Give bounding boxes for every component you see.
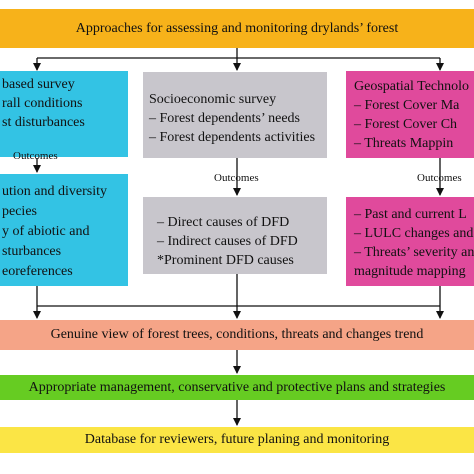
database-text: Database for reviewers, future planing a… — [84, 432, 390, 447]
field-survey-box: based survey rall conditions st disturba… — [0, 71, 128, 157]
socioeconomic-line: Socioeconomic survey — [149, 92, 277, 107]
field-outcome-line: y of abiotic and — [2, 224, 90, 239]
genuine-view-text: Genuine view of forest trees, conditions… — [50, 327, 424, 342]
geospatial-line: – Threats Mappin — [354, 136, 454, 151]
socioeconomic-line: – Forest dependents activities — [149, 130, 316, 145]
field-outcomes-box: ution and diversity pecies y of abiotic … — [0, 174, 128, 286]
geospatial-box: Geospatial Technolo – Forest Cover Ma – … — [346, 71, 474, 158]
field-survey-line: based survey — [2, 77, 75, 92]
socioeconomic-outcome-line: – Indirect causes of DFD — [157, 234, 298, 249]
field-outcome-line: eoreferences — [2, 264, 73, 279]
outcomes-label-right: Outcomes — [417, 172, 462, 184]
field-outcome-line: pecies — [2, 204, 37, 219]
field-outcome-line: sturbances — [2, 244, 62, 259]
outcomes-label-left: Outcomes — [13, 150, 58, 162]
field-survey-line: rall conditions — [2, 96, 83, 111]
field-survey-line: st disturbances — [2, 115, 85, 130]
genuine-view-band: Genuine view of forest trees, conditions… — [0, 320, 474, 350]
management-plans-text: Appropriate management, conservative and… — [28, 379, 446, 395]
geospatial-outcome-line: – Threats’ severity an — [354, 245, 474, 260]
title-box: Approaches for assessing and monitoring … — [0, 9, 474, 48]
geospatial-outcome-line: – Past and current L — [354, 207, 467, 222]
geospatial-outcome-line: magnitude mapping — [354, 264, 466, 279]
database-band: Database for reviewers, future planing a… — [0, 427, 474, 453]
geospatial-outcome-line: – LULC changes and — [354, 226, 474, 241]
socioeconomic-survey-box: Socioeconomic survey – Forest dependents… — [143, 72, 327, 158]
socioeconomic-outcome-line: – Direct causes of DFD — [157, 215, 290, 230]
geospatial-line: – Forest Cover Ch — [354, 117, 458, 132]
socioeconomic-line: – Forest dependents’ needs — [149, 111, 300, 126]
outcomes-label-middle: Outcomes — [214, 172, 259, 184]
geospatial-line: – Forest Cover Ma — [354, 98, 460, 113]
socioeconomic-outcome-line: *Prominent DFD causes — [157, 253, 294, 268]
socioeconomic-outcomes-box: – Direct causes of DFD – Indirect causes… — [143, 197, 327, 274]
management-plans-band: Appropriate management, conservative and… — [0, 375, 474, 400]
geospatial-outcomes-box: – Past and current L – LULC changes and … — [346, 197, 474, 286]
title-text: Approaches for assessing and monitoring … — [75, 20, 399, 36]
field-outcome-line: ution and diversity — [2, 184, 107, 199]
geospatial-line: Geospatial Technolo — [354, 79, 470, 94]
